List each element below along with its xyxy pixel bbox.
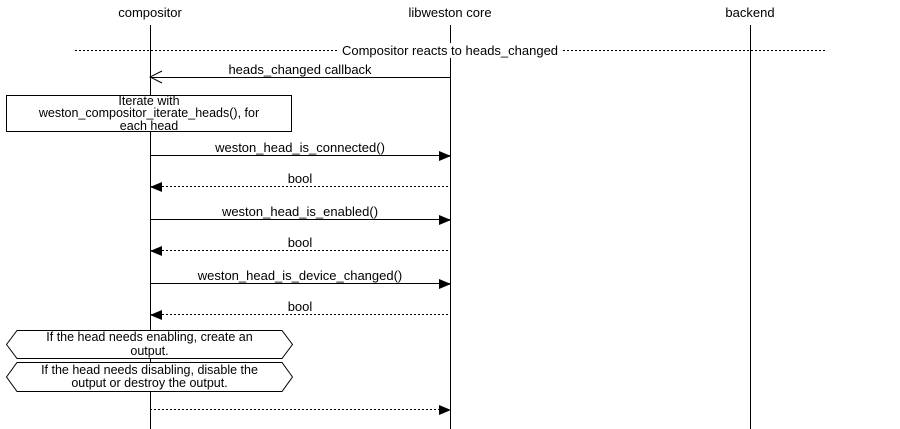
message-label: weston_head_is_enabled() bbox=[221, 204, 379, 219]
filled-arrowhead-left-icon bbox=[150, 310, 162, 320]
note-line: output or destroy the output. bbox=[71, 376, 228, 390]
hexagon-shape bbox=[6, 362, 293, 392]
message-line bbox=[149, 70, 450, 84]
filled-arrowhead-left-icon bbox=[150, 182, 162, 192]
message-line bbox=[150, 279, 451, 289]
message-line bbox=[150, 405, 451, 415]
message-label: weston_head_is_device_changed() bbox=[197, 268, 403, 283]
message-unlabeled-return bbox=[150, 405, 451, 415]
note-line: If the head needs disabling, disable the bbox=[41, 362, 258, 377]
note-line: Iterate with bbox=[118, 94, 180, 109]
filled-arrowhead-right-icon bbox=[439, 279, 451, 289]
filled-arrowhead-right-icon bbox=[439, 215, 451, 225]
message-heads-changed-callback: heads_changed callback bbox=[149, 62, 450, 84]
note-line: If the head needs enabling, create an bbox=[46, 330, 253, 345]
lifeline-backend bbox=[750, 25, 751, 429]
message-label: bool bbox=[287, 299, 313, 314]
message-label: weston_head_is_connected() bbox=[215, 140, 385, 155]
participant-label-backend: backend bbox=[725, 5, 775, 20]
participant-label-libweston-core: libweston core bbox=[408, 5, 492, 20]
note-line: weston_compositor_iterate_heads(), for bbox=[38, 106, 260, 121]
note-line: output. bbox=[130, 343, 169, 358]
message-line bbox=[150, 246, 450, 256]
filled-arrowhead-right-icon bbox=[439, 151, 451, 161]
note-line: each head bbox=[119, 118, 179, 133]
message-line bbox=[150, 151, 451, 161]
message-weston-head-is-connected: weston_head_is_connected() bbox=[150, 140, 451, 161]
message-line bbox=[150, 182, 450, 192]
message-return-bool: bool bbox=[150, 171, 450, 192]
message-line bbox=[150, 310, 450, 320]
message-label: bool bbox=[287, 171, 313, 186]
message-return-bool: bool bbox=[150, 299, 450, 320]
hexagon-shape bbox=[6, 330, 293, 359]
filled-arrowhead-left-icon bbox=[150, 246, 162, 256]
message-line bbox=[150, 215, 451, 225]
message-return-bool: bool bbox=[150, 235, 450, 256]
message-label: heads_changed callback bbox=[228, 62, 372, 77]
lifeline-libweston-core bbox=[450, 25, 451, 429]
lifeline-compositor bbox=[150, 25, 151, 429]
filled-arrowhead-right-icon bbox=[439, 405, 451, 415]
message-weston-head-is-enabled: weston_head_is_enabled() bbox=[150, 204, 451, 225]
note-head-needs-disabling: If the head needs disabling, disable the… bbox=[6, 362, 293, 392]
divider-label: Compositor reacts to heads_changed bbox=[338, 43, 562, 58]
participant-label-compositor: compositor bbox=[118, 5, 182, 20]
open-arrowhead-left-icon bbox=[149, 70, 163, 84]
note-iterate-heads: Iterate with weston_compositor_iterate_h… bbox=[6, 95, 292, 132]
message-label: bool bbox=[287, 235, 313, 250]
message-weston-head-is-device-changed: weston_head_is_device_changed() bbox=[150, 268, 451, 289]
note-head-needs-enabling: If the head needs enabling, create an ou… bbox=[6, 330, 293, 359]
